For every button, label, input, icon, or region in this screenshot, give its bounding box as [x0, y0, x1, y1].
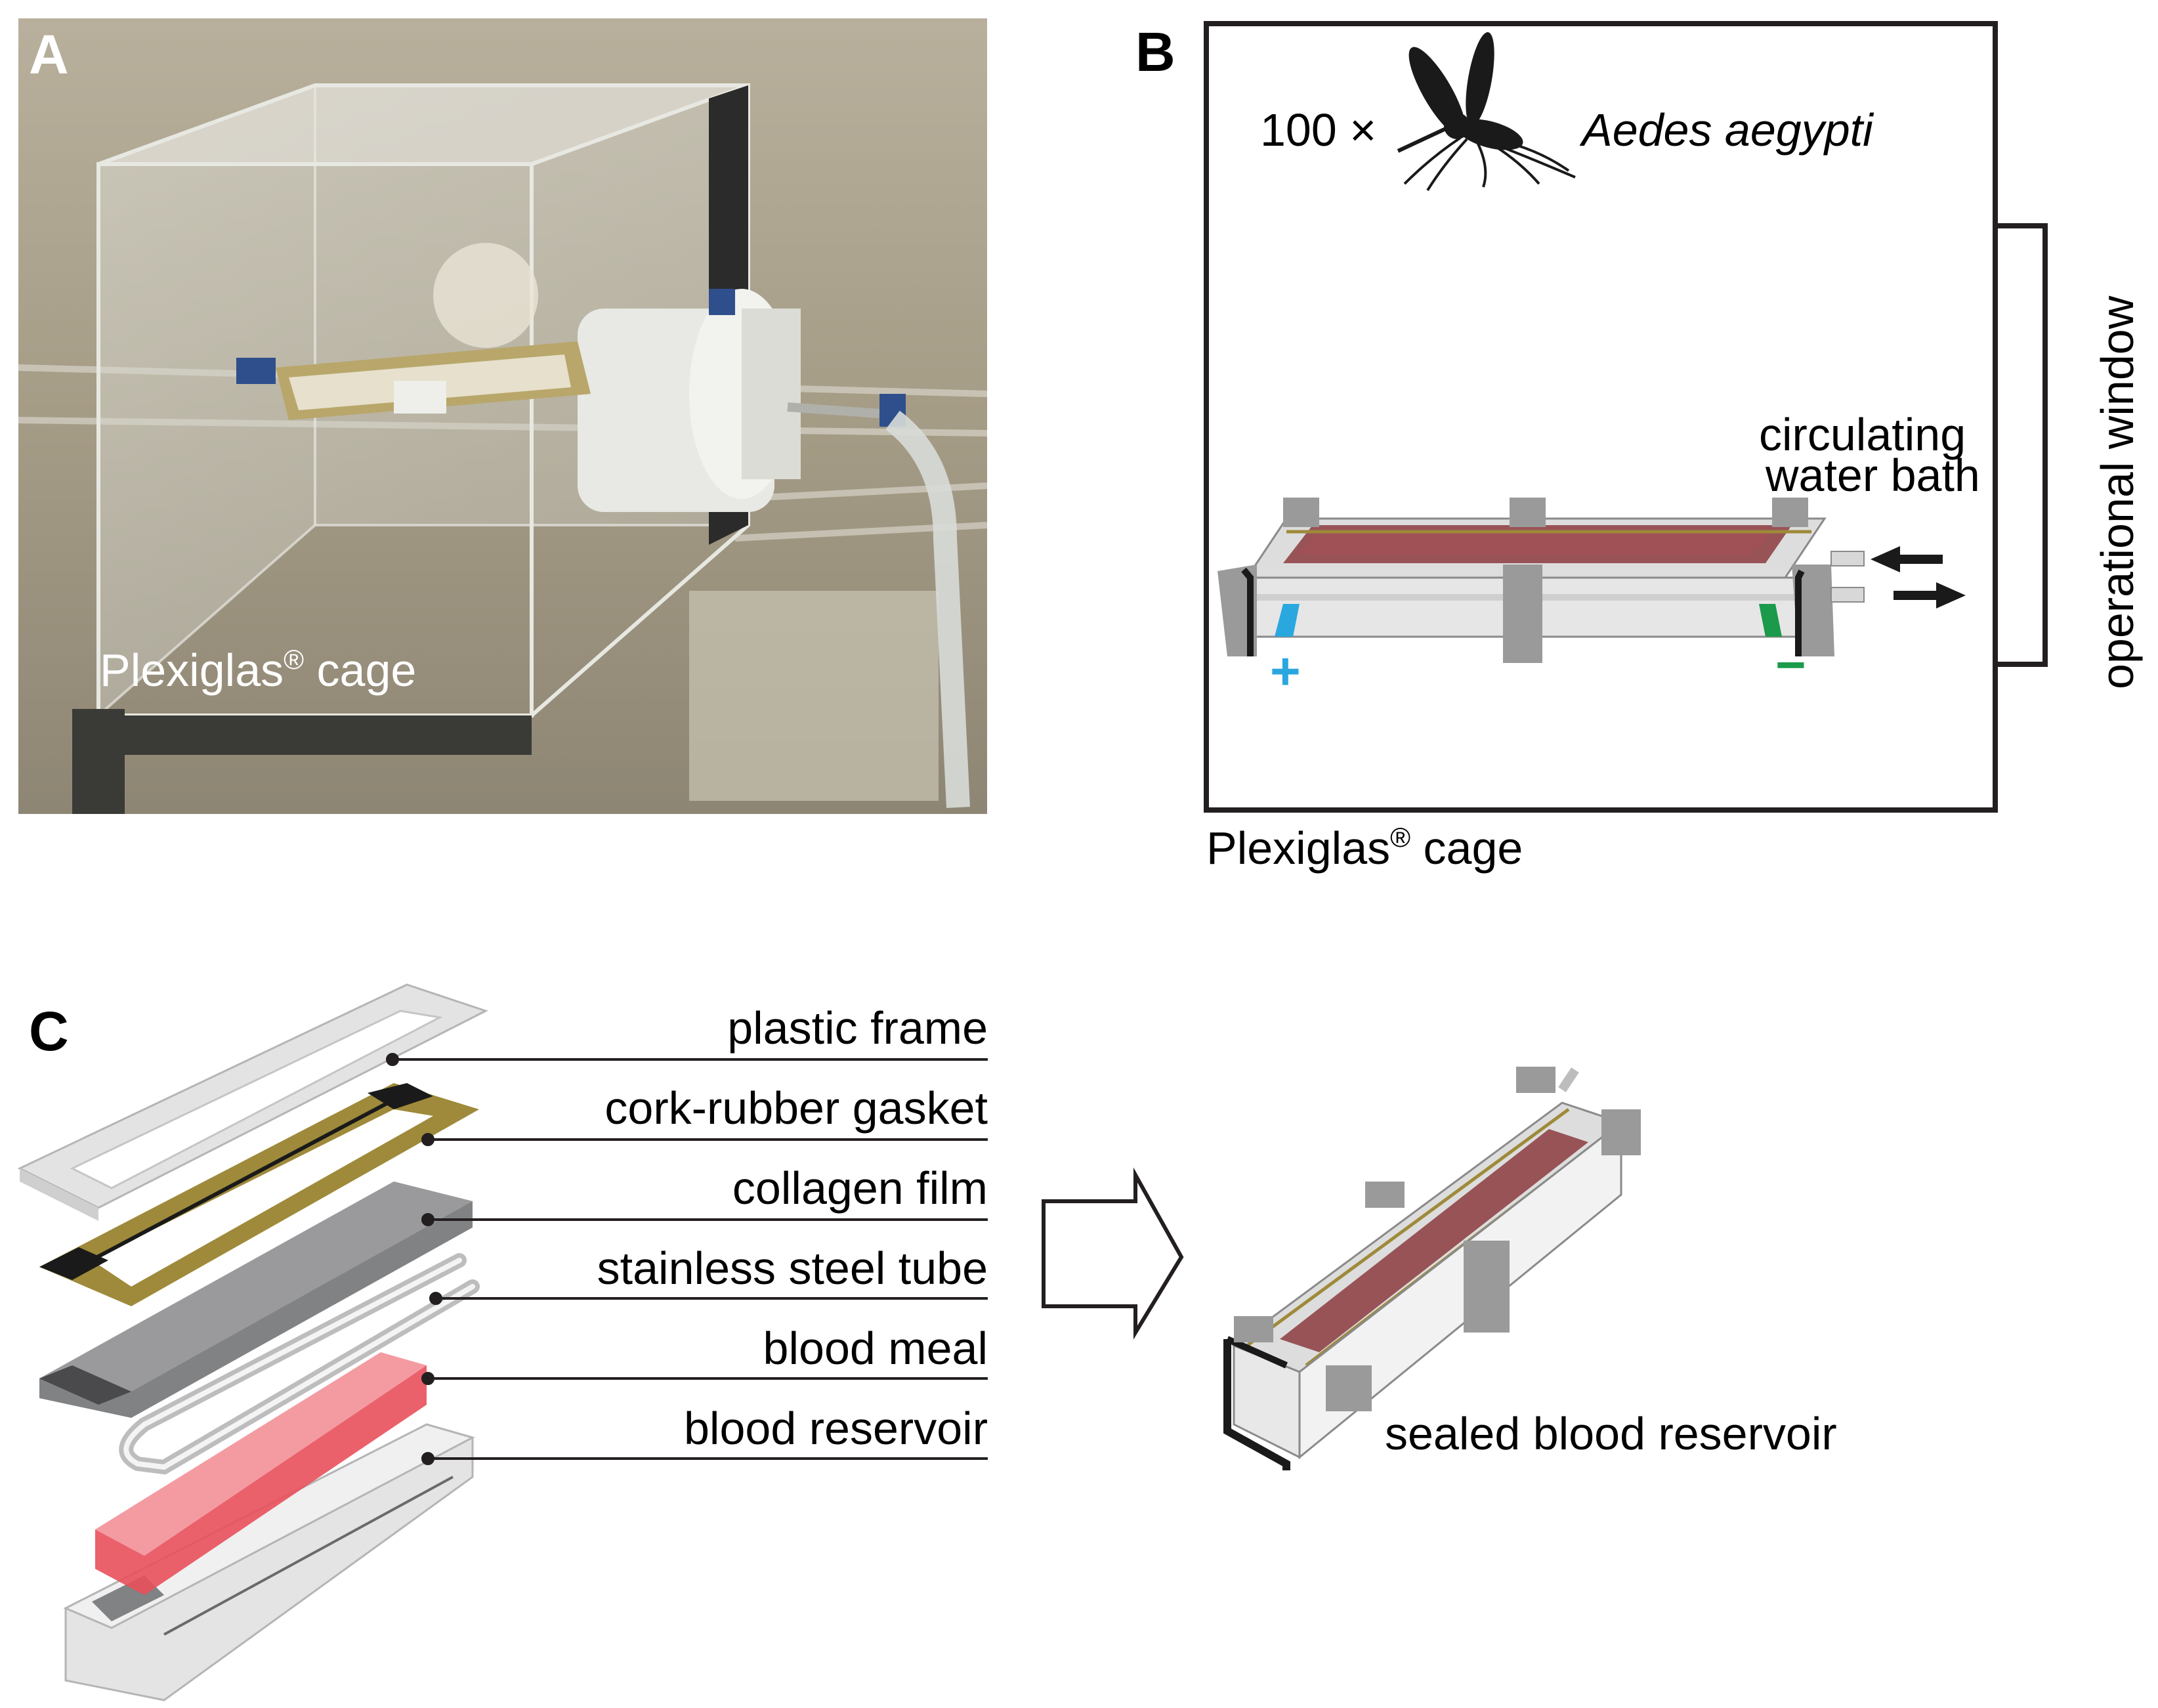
- layer-plastic-frame: [17, 983, 488, 1221]
- outlet-tube: [1830, 587, 1865, 603]
- water-bath-label-line2: water bath: [1765, 450, 1980, 501]
- sealed-clamp-3: [1365, 1182, 1405, 1208]
- layer-blood-meal: [95, 1352, 427, 1595]
- label-plastic-frame: plastic frame: [727, 1002, 988, 1054]
- species-name: Aedes aegypti: [1579, 104, 1874, 156]
- operational-window-bracket: [1995, 223, 2048, 667]
- clamp-top-right: [1772, 498, 1808, 527]
- end-cap-right: [1792, 565, 1834, 656]
- feeder-schematic: + −: [1217, 498, 1966, 700]
- electrode-plus: [1275, 604, 1300, 637]
- panel-b-cage-word: Plexiglas: [1206, 822, 1390, 874]
- label-collagen-film: collagen film: [732, 1163, 988, 1214]
- layer-labels: plastic frame cork-rubber gasket collage…: [597, 1002, 988, 1454]
- panel-a-caption: Plexiglas® cage: [100, 644, 416, 696]
- electrode-minus: [1759, 604, 1782, 637]
- panel-a: A Plexiglas® cage: [18, 18, 988, 814]
- label-cork-rubber-gasket: cork-rubber gasket: [604, 1082, 988, 1134]
- label-blood-meal: blood meal: [763, 1323, 988, 1374]
- clamp-top-left: [1283, 498, 1319, 527]
- label-blood-reservoir: blood reservoir: [684, 1403, 988, 1454]
- assembly-arrow: [1042, 1167, 1184, 1340]
- sealed-reservoir: [1223, 1067, 1641, 1470]
- panel-b: B 100 × Aedes aegypti operational window…: [1135, 21, 2143, 874]
- panel-b-cage-label: Plexiglas® cage: [1206, 822, 1523, 874]
- leader-lines: [386, 1053, 988, 1465]
- clamp-top-mid: [1510, 498, 1546, 527]
- outflow-arrow: [1894, 582, 1966, 608]
- sealed-clamp-6: [1601, 1109, 1641, 1155]
- panel-a-letter: A: [29, 24, 69, 85]
- layer-gasket: [39, 1083, 479, 1306]
- panel-c-letter: C: [29, 1000, 69, 1062]
- sealed-clamp-5: [1516, 1067, 1555, 1093]
- panel-a-caption-suffix: cage: [304, 645, 416, 696]
- layer-collagen-film: [39, 1182, 473, 1418]
- feeder-assembly-photo: [236, 243, 970, 808]
- sealed-reservoir-label: sealed blood reservoir: [1385, 1408, 1837, 1459]
- sealed-clamp-4: [1464, 1241, 1510, 1333]
- panel-b-cage-mark: ®: [1390, 822, 1410, 853]
- panel-a-caption-word: Plexiglas: [100, 645, 284, 696]
- inlet-tube: [1830, 551, 1865, 566]
- panel-b-letter: B: [1135, 21, 1175, 83]
- water-bath-label-line1: circulating: [1759, 409, 1966, 460]
- sealed-clamp-2: [1326, 1365, 1372, 1411]
- label-stainless-steel-tube: stainless steel tube: [597, 1243, 988, 1294]
- plus-sign: +: [1270, 642, 1301, 700]
- panel-b-cage-suffix: cage: [1410, 822, 1523, 874]
- panel-c: C: [17, 983, 1837, 1701]
- clamp-front-mid: [1503, 565, 1542, 663]
- minus-sign: −: [1775, 635, 1806, 694]
- panel-a-caption-mark: ®: [284, 644, 304, 675]
- inflow-arrow: [1871, 546, 1943, 572]
- mosquito-icon: [1397, 32, 1576, 192]
- mosquito-count: 100 ×: [1260, 104, 1376, 156]
- sealed-clamp-1: [1234, 1316, 1273, 1342]
- cage-outline: [1204, 21, 1998, 813]
- background-bin: [689, 591, 939, 801]
- operational-window-label: operational window: [2092, 295, 2143, 689]
